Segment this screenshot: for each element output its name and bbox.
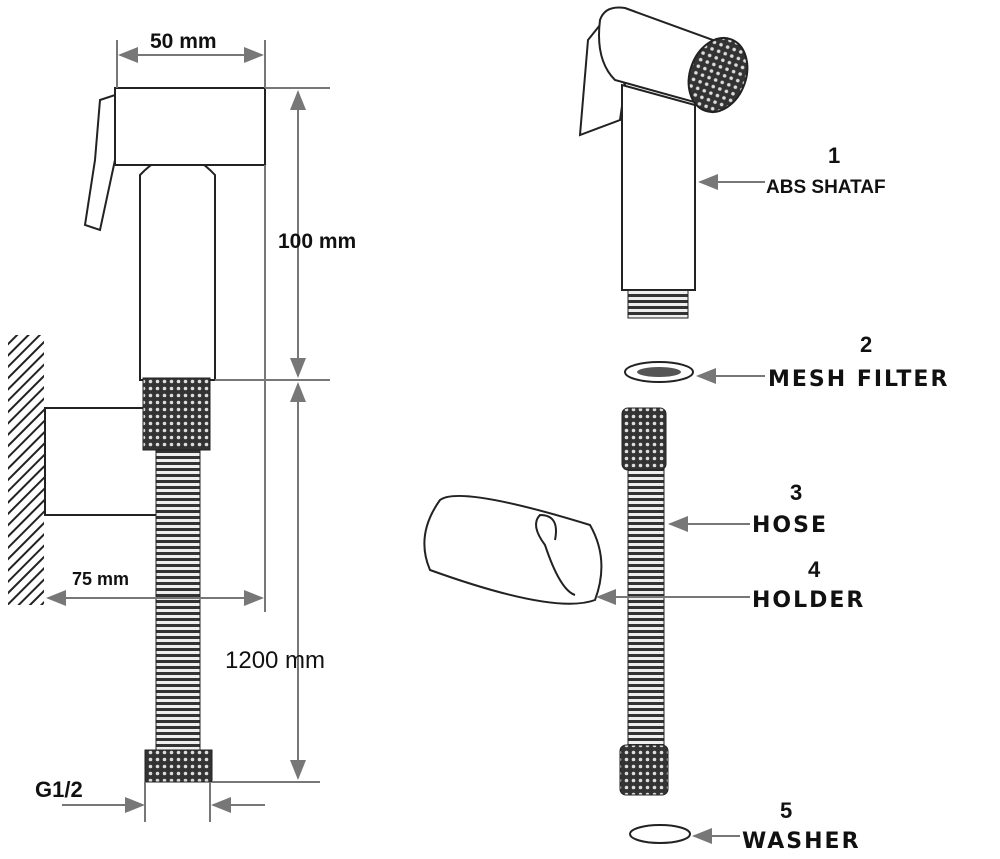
- hose-part: [627, 464, 665, 751]
- callout-arrows: [596, 174, 765, 844]
- bottom-nut-left: [144, 749, 213, 783]
- shataf-handle: [621, 83, 696, 291]
- head: [114, 87, 266, 166]
- trigger-lever: [83, 93, 116, 232]
- hose-left: [155, 449, 201, 751]
- hose-bottom-nut: [619, 744, 669, 796]
- dim-thread: G1/2: [35, 777, 83, 802]
- part-1-name: ABS SHATAF: [766, 177, 886, 198]
- holder-part: [423, 494, 603, 605]
- shataf-nozzle: [687, 37, 749, 113]
- dim-holder-depth: 75 mm: [72, 569, 129, 589]
- part-4-name: HOLDER: [752, 588, 865, 613]
- washer-part: [629, 824, 691, 844]
- wall-hatch: [8, 335, 44, 605]
- mesh-filter-center: [637, 367, 681, 377]
- part-2-name: MESH FILTER: [768, 367, 949, 392]
- part-1-number: 1: [828, 143, 840, 168]
- part-4-number: 4: [808, 557, 821, 582]
- dim-hose-length: 1200 mm: [225, 647, 325, 674]
- shataf-thread: [627, 289, 689, 319]
- exploded-view: [423, 6, 749, 844]
- mesh-cuff: [142, 377, 211, 451]
- dim-head-width: 50 mm: [150, 30, 217, 53]
- holder-slot: [535, 513, 576, 596]
- part-5-number: 5: [780, 798, 792, 823]
- part-3-number: 3: [790, 480, 802, 505]
- dimension-lines: [46, 40, 330, 822]
- hose-top-nut: [621, 407, 667, 471]
- handle-body: [139, 154, 216, 381]
- part-3-name: HOSE: [752, 513, 828, 538]
- dim-handle-height: 100 mm: [278, 230, 356, 253]
- part-2-number: 2: [860, 332, 872, 357]
- assembled-view: [8, 87, 266, 783]
- part-5-name: WASHER: [742, 829, 861, 854]
